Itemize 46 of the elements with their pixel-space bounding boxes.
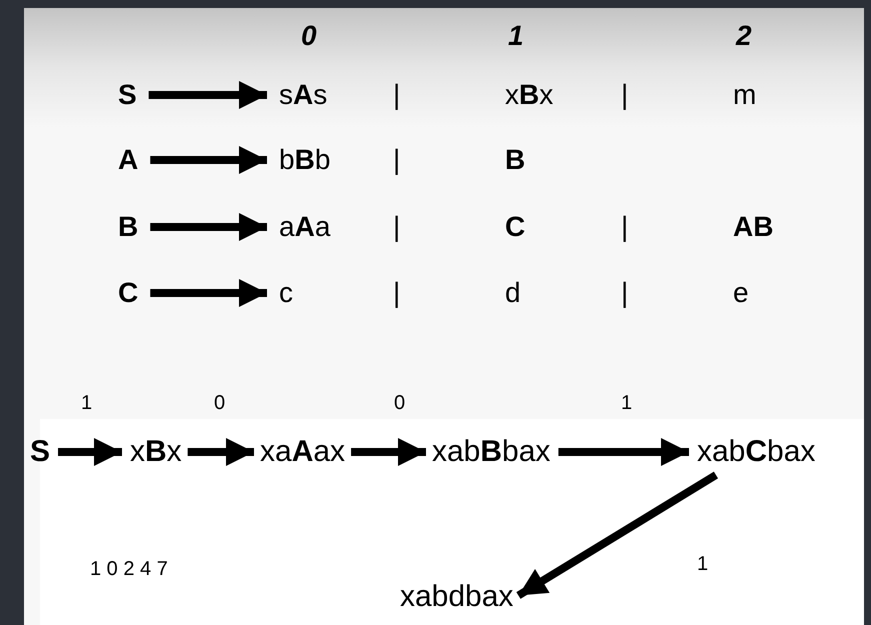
string-text: aAa — [279, 213, 330, 241]
grammar-text: | — [393, 81, 400, 109]
grammar-text: xBx — [505, 81, 554, 109]
grammar-text: 0 — [394, 393, 406, 413]
grammar-text: | — [393, 213, 400, 241]
grammar-text: 1 — [697, 554, 708, 574]
grammar-text: C — [505, 213, 526, 241]
arrow — [558, 438, 689, 466]
grammar-text: | — [621, 279, 628, 307]
grammar-text: d — [505, 279, 521, 307]
nonterminal-symbol: C — [118, 279, 138, 307]
string-text: xBx — [130, 437, 182, 467]
string-text: xabCbax — [697, 437, 816, 467]
nonterminal-symbol: S — [30, 437, 50, 467]
nonterminal-symbol: S — [118, 81, 137, 109]
grammar-text: e — [733, 279, 749, 307]
grammar-text: | — [621, 213, 628, 241]
string-text: c — [279, 279, 293, 307]
column-header: 2 — [736, 22, 752, 50]
nonterminal-symbol: B — [118, 213, 138, 241]
arrow — [58, 438, 122, 466]
column-header: 1 — [508, 22, 524, 50]
string-text: bBb — [279, 146, 330, 174]
arrow — [188, 438, 254, 466]
grammar-text: 1 — [81, 393, 92, 413]
string-text: xabdbax — [400, 582, 514, 612]
arrow — [150, 146, 267, 174]
grammar-text: | — [621, 81, 628, 109]
string-text: sAs — [279, 81, 328, 109]
grammar-text: B — [505, 146, 526, 174]
grammar-text: m — [733, 81, 756, 109]
arrow — [351, 438, 426, 466]
grammar-text: 1 0 2 4 7 — [90, 559, 168, 579]
arrow — [516, 472, 718, 599]
arrow — [148, 81, 267, 109]
column-header: 0 — [301, 22, 317, 50]
grammar-text: 1 — [621, 393, 632, 413]
grammar-text: AB — [733, 213, 774, 241]
nonterminal-symbol: A — [118, 146, 138, 174]
arrow — [150, 213, 267, 241]
string-text: xaAax — [260, 437, 346, 467]
string-text: xabBbax — [432, 437, 550, 467]
grammar-text: | — [393, 279, 400, 307]
arrow — [150, 279, 267, 307]
grammar-text: 0 — [214, 393, 226, 413]
grammar-text: | — [393, 146, 400, 174]
